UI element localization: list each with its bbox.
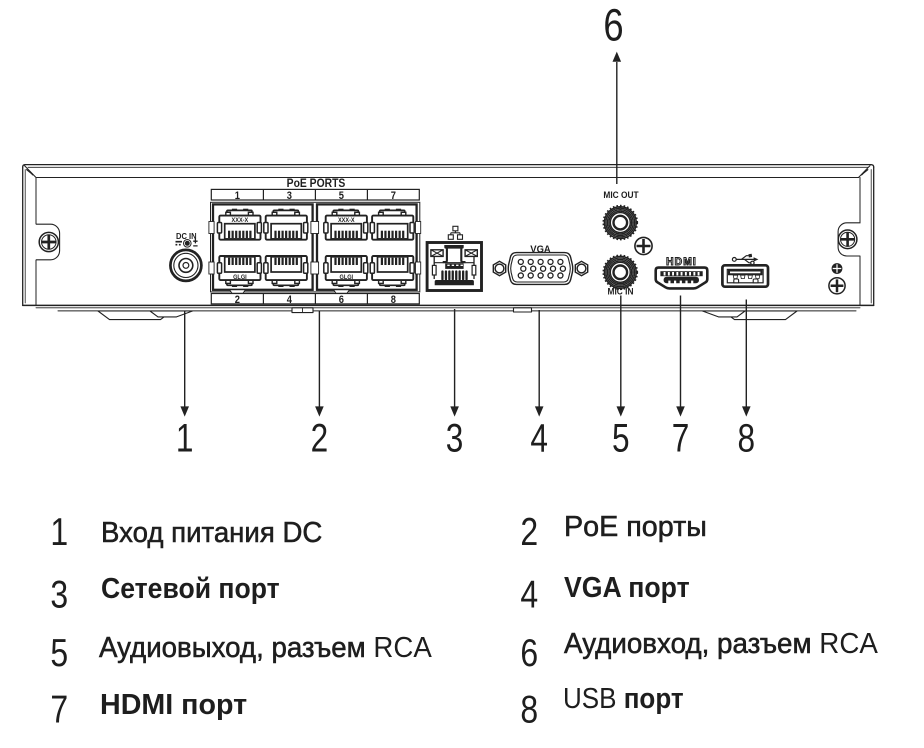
svg-text:GLGI: GLGI bbox=[340, 275, 354, 281]
svg-text:2: 2 bbox=[311, 416, 329, 460]
svg-text:7: 7 bbox=[672, 416, 690, 460]
svg-text:XXX-X: XXX-X bbox=[232, 218, 249, 224]
svg-text:6: 6 bbox=[520, 631, 538, 675]
svg-text:MIC IN: MIC IN bbox=[608, 286, 634, 297]
svg-text:MIC OUT: MIC OUT bbox=[603, 190, 639, 201]
svg-text:5: 5 bbox=[50, 631, 68, 675]
svg-text:4: 4 bbox=[520, 572, 538, 616]
svg-text:5: 5 bbox=[339, 190, 344, 202]
svg-text:8: 8 bbox=[391, 294, 396, 306]
svg-text:7: 7 bbox=[391, 190, 396, 202]
svg-text:3: 3 bbox=[287, 190, 292, 202]
svg-text:2: 2 bbox=[235, 294, 240, 306]
svg-text:3: 3 bbox=[50, 572, 68, 616]
svg-text:8: 8 bbox=[738, 416, 756, 460]
svg-text:6: 6 bbox=[603, 0, 623, 50]
svg-text:6: 6 bbox=[339, 294, 344, 306]
svg-text:XXX-X: XXX-X bbox=[338, 218, 355, 224]
svg-text:4: 4 bbox=[530, 416, 548, 460]
svg-text:HDMI: HDMI bbox=[666, 256, 697, 268]
svg-text:8: 8 bbox=[520, 688, 538, 732]
svg-text:GLGI: GLGI bbox=[233, 275, 247, 281]
svg-text:2: 2 bbox=[520, 510, 538, 554]
svg-text:5: 5 bbox=[612, 416, 630, 460]
svg-text:1: 1 bbox=[235, 190, 240, 202]
svg-text:4: 4 bbox=[287, 294, 292, 306]
svg-text:DC IN: DC IN bbox=[176, 231, 197, 241]
svg-text:3: 3 bbox=[446, 416, 464, 460]
svg-text:VGA: VGA bbox=[530, 244, 550, 256]
svg-text:7: 7 bbox=[50, 688, 68, 732]
svg-text:1: 1 bbox=[50, 510, 68, 554]
svg-text:PoE PORTS: PoE PORTS bbox=[287, 178, 346, 191]
svg-text:1: 1 bbox=[176, 416, 194, 460]
